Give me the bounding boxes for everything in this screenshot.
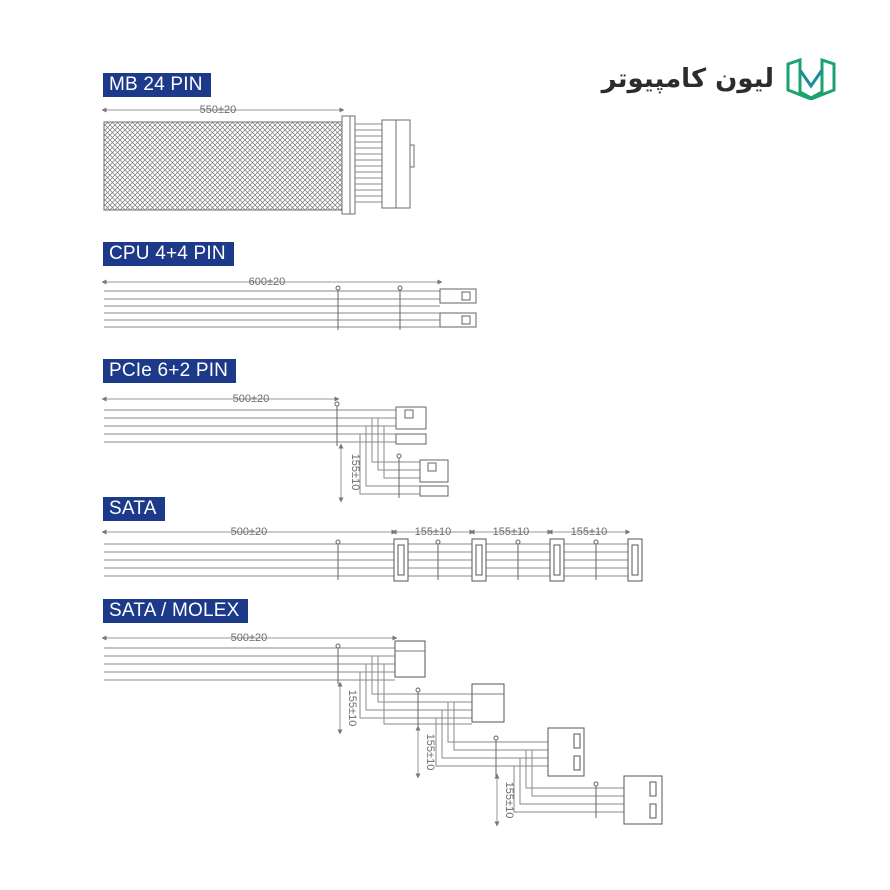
sata-cable: [101, 529, 643, 582]
molex-branch-2: 155±10: [424, 734, 436, 771]
molex-branch-3: 155±10: [503, 782, 515, 819]
sata-segment-3: 155±10: [571, 526, 608, 538]
pcie-length: 500±20: [233, 393, 270, 405]
brand: لیون کامپیوتر: [602, 55, 838, 103]
pcie-cable: [101, 396, 449, 503]
section-label-mb24: MB 24 PIN: [103, 73, 211, 97]
brand-name: لیون کامپیوتر: [601, 64, 774, 94]
molex-branch-1: 155±10: [346, 690, 358, 727]
pcie-branch-length: 155±10: [349, 454, 361, 491]
cpu-cable: [101, 279, 477, 330]
mb24-cable: [101, 107, 415, 215]
section-label-sata: SATA: [103, 497, 165, 521]
sata-length: 500±20: [231, 526, 268, 538]
molex-length: 500±20: [231, 632, 268, 644]
section-label-pcie: PCIe 6+2 PIN: [103, 359, 237, 383]
mb24-wires: [355, 123, 382, 203]
sata-molex-cable: [101, 635, 663, 827]
sata-segment-1: 155±10: [415, 526, 452, 538]
lion-shield-logo-icon: [786, 58, 836, 100]
cpu-length: 600±20: [249, 276, 286, 288]
mb24-length: 550±20: [200, 104, 237, 116]
section-label-sata-molex: SATA / MOLEX: [103, 599, 248, 623]
sata-segment-2: 155±10: [493, 526, 530, 538]
section-label-cpu: CPU 4+4 PIN: [103, 242, 234, 266]
